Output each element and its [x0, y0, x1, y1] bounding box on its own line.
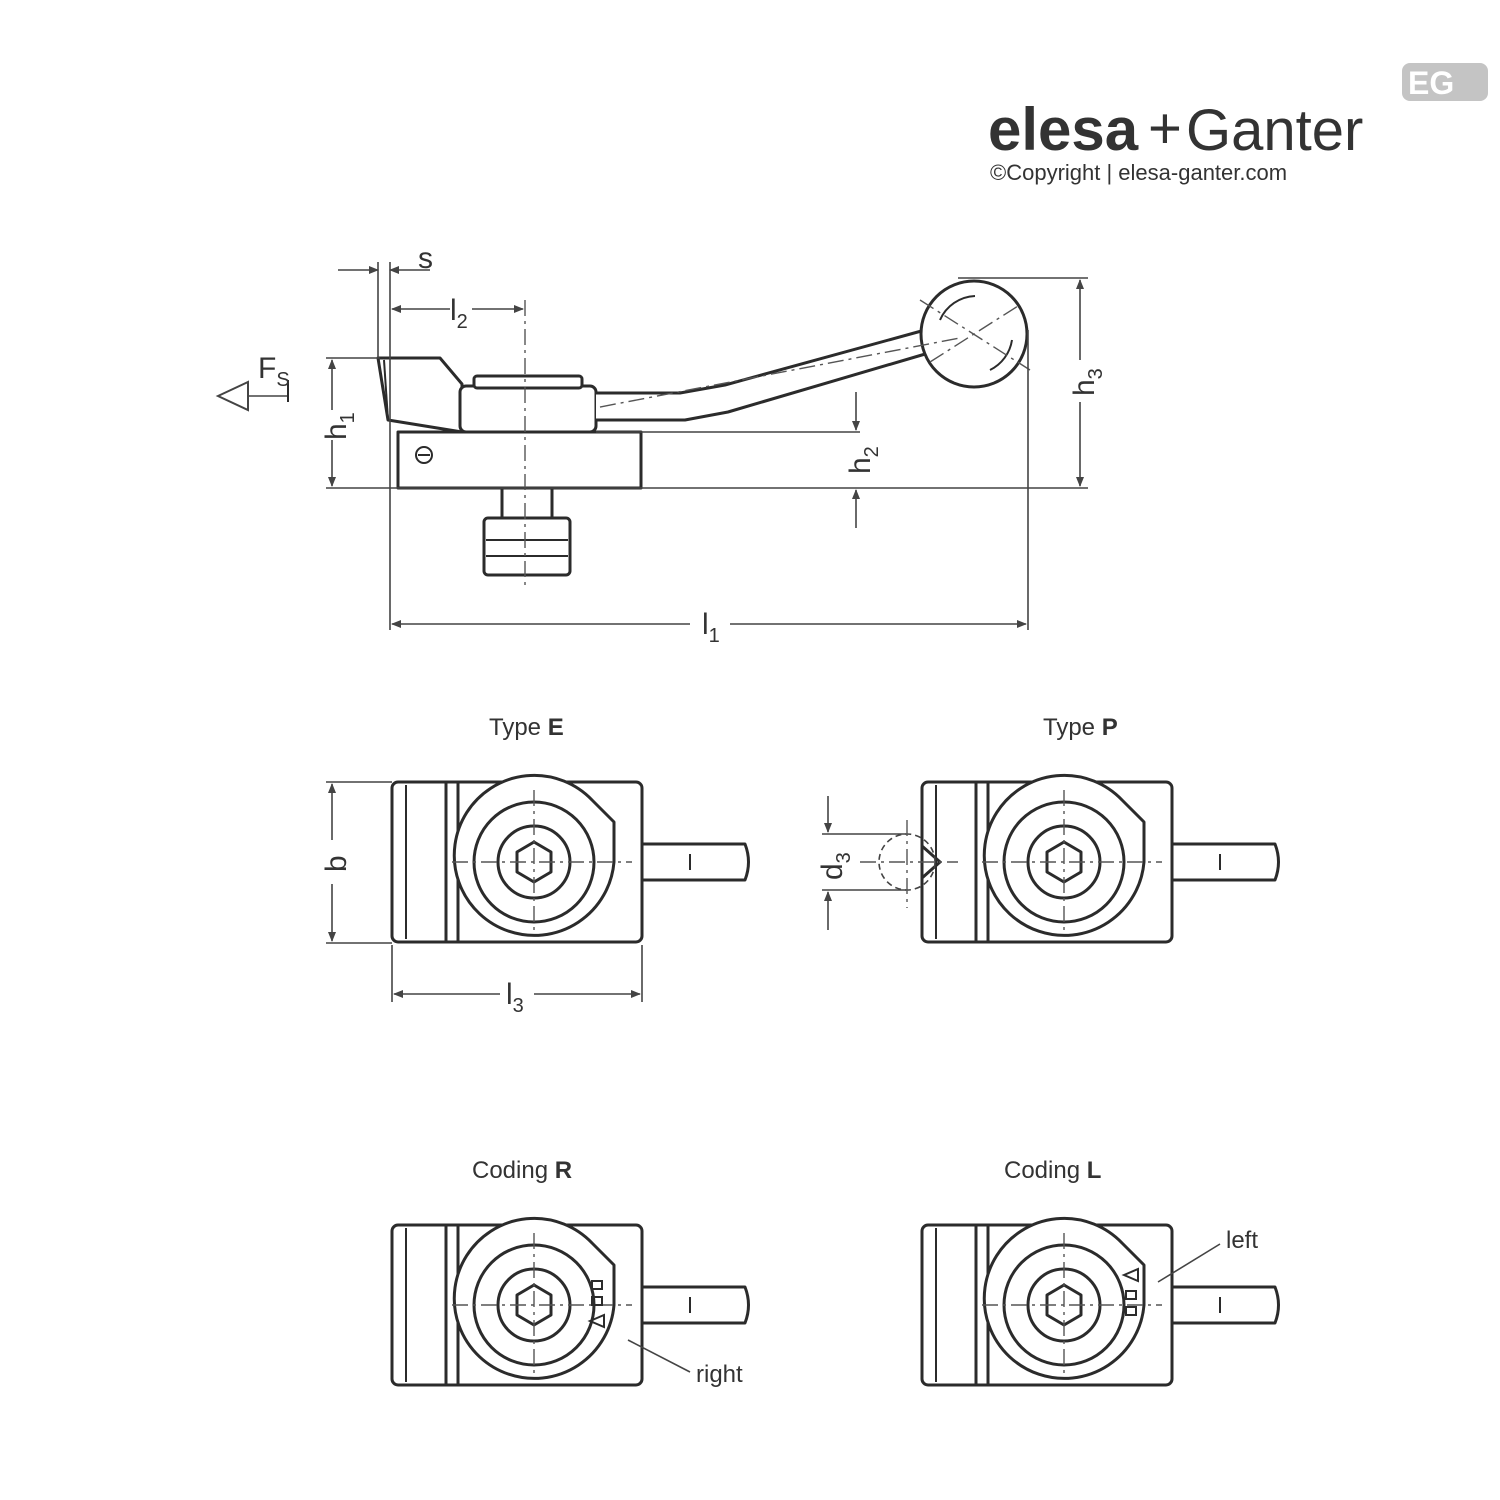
brand-logo: elesa + Ganter ©Copyright | elesa-ganter… [988, 63, 1488, 185]
side-view: s l2 FS h1 h2 h3 l1 [215, 242, 1107, 647]
brand-plus: + [1148, 96, 1182, 161]
view-coding-l: Coding L left [920, 1157, 1280, 1387]
screw-head [482, 516, 572, 577]
view-coding-r: Coding R right [390, 1157, 750, 1388]
base-plate [396, 430, 643, 490]
svg-text:EG: EG [1408, 65, 1454, 101]
coding-mark-right [587, 1280, 605, 1329]
brand-name-ganter: Ganter [1186, 98, 1363, 163]
dim-h1: h1 [320, 412, 359, 440]
eg-logo-mark: EG [1402, 63, 1488, 101]
note-left: left [1226, 1227, 1258, 1254]
set-screw-hole [415, 446, 433, 464]
caption-coding-l: Coding L [1004, 1157, 1101, 1184]
dim-h2: h2 [844, 446, 883, 474]
dim-s: s [418, 242, 433, 275]
note-right: right [696, 1361, 743, 1388]
dim-l1: l1 [702, 608, 720, 647]
brand-name-elesa: elesa [988, 96, 1139, 163]
view-type-p: Type P d3 [816, 714, 1280, 944]
dim-l3: l3 [506, 978, 524, 1017]
caption-type-p: Type P [1043, 714, 1118, 741]
caption-coding-r: Coding R [472, 1157, 572, 1184]
caption-type-e: Type E [489, 714, 564, 741]
dim-d3: d3 [816, 852, 855, 880]
view-type-e: Type E b l3 [320, 714, 750, 1017]
dim-h3: h3 [1068, 368, 1107, 396]
dim-b: b [320, 855, 353, 872]
coding-mark-left [1121, 1267, 1139, 1316]
stud [500, 486, 554, 522]
dim-fs: FS [258, 352, 290, 391]
cam-housing [458, 384, 598, 434]
brand-copyright: ©Copyright | elesa-ganter.com [990, 160, 1287, 185]
dim-l2: l2 [450, 294, 468, 333]
